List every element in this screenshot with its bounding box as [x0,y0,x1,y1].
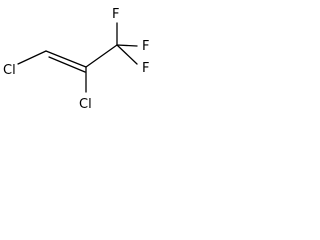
bond-c1-c2-inner [48,56,86,73]
bond-c2-c3 [85,44,118,68]
bond-c3-f-bottom [116,44,138,65]
structure-diagram: Cl Cl F F F [3,7,149,112]
atom-cl-middle: Cl [79,97,92,112]
atom-f-top: F [112,7,119,22]
atom-cl-left: Cl [3,63,16,78]
atom-f-bottom: F [142,61,149,76]
bond-c1-c2-outer [45,50,87,68]
structure-canvas: Cl Cl F F F [0,0,160,118]
bond-c3-f-right [116,44,138,47]
bond-cl-c1 [17,50,47,65]
atom-f-right: F [142,39,149,54]
